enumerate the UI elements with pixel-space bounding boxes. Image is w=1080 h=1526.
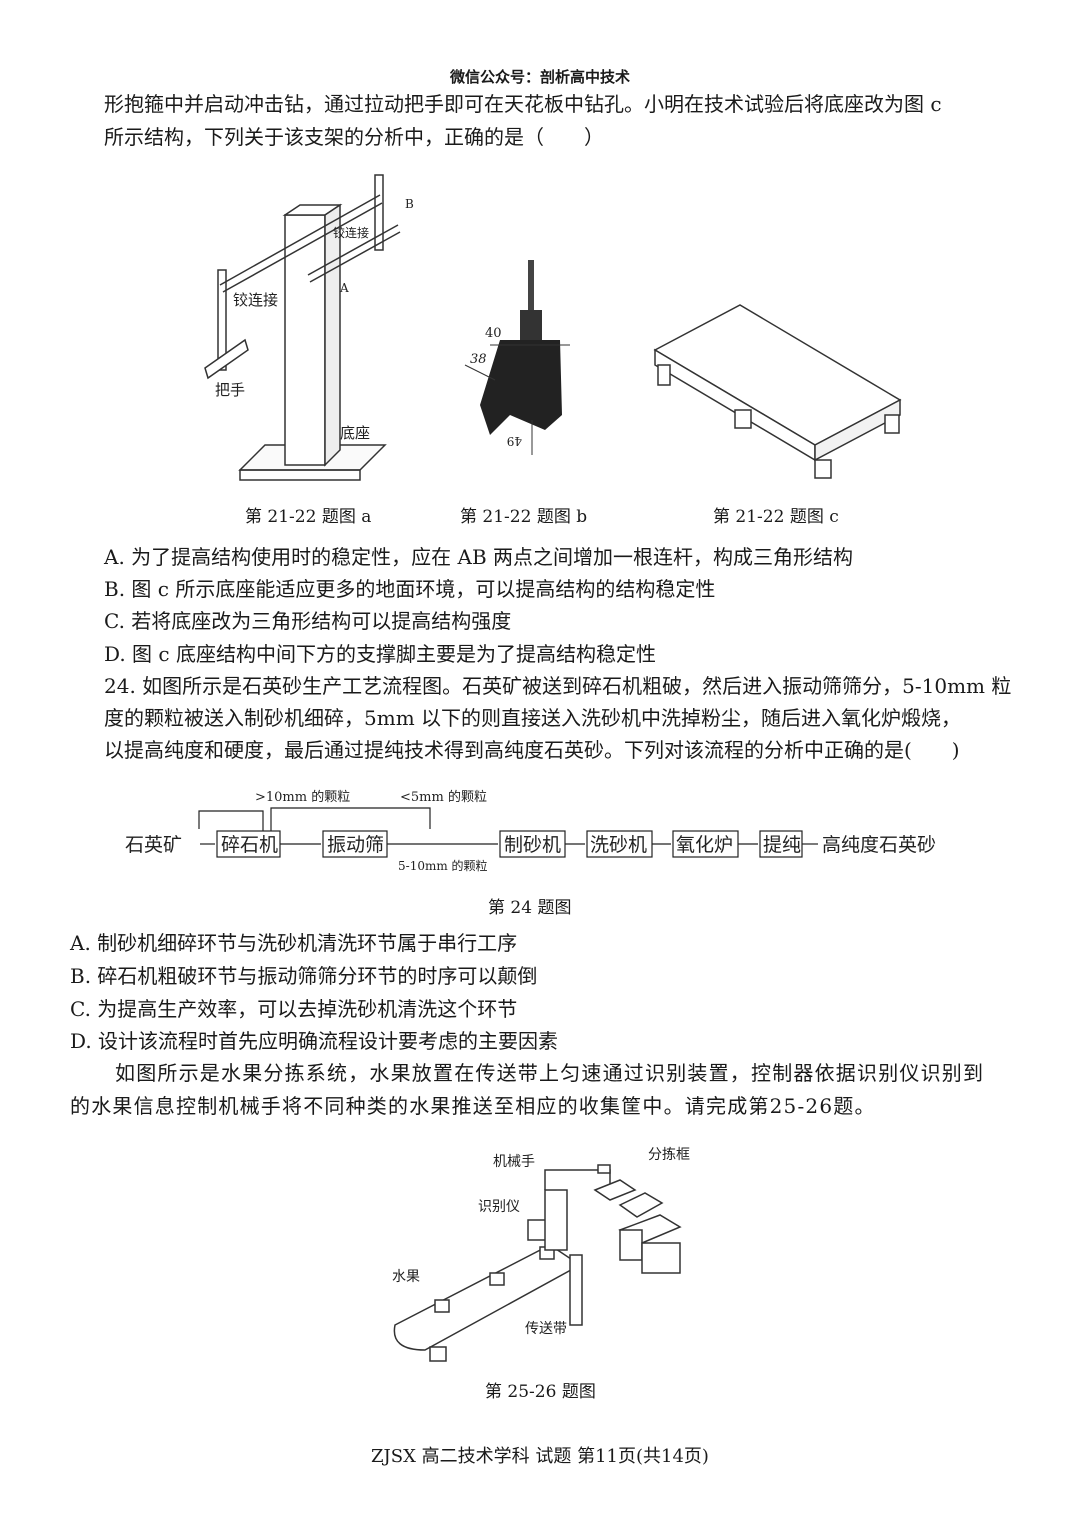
dim-40: 40 (485, 326, 502, 341)
q24-stem: 度的颗粒被送入制砂机细碎，5mm 以下的则直接送入洗砂机中洗掉粉尘，随后进入氧化… (104, 706, 962, 730)
label-fruit: 水果 (392, 1269, 420, 1285)
flow-output: 高纯度石英砂 (822, 834, 936, 856)
flow-label-lt5: <5mm 的颗粒 (400, 789, 487, 805)
flow-box-washer: 洗砂机 (590, 834, 647, 856)
q23-option-c: C. 若将底座改为三角形结构可以提高结构强度 (104, 609, 512, 633)
caption-fig-c: 第 21-22 题图 c (713, 507, 839, 527)
wechat-header: 微信公众号：剖析高中技术 (449, 68, 630, 86)
label-hinge-left: 铰连接 (233, 291, 278, 309)
figure-b-drill: 40 38 49 (464, 260, 570, 455)
label-handle: 把手 (215, 381, 245, 399)
flow-box-crusher: 碎石机 (221, 834, 278, 856)
figure-c-base (653, 304, 902, 479)
flow-label-5-10: 5-10mm 的颗粒 (398, 858, 488, 873)
q24-option-d: D. 设计该流程时首先应明确流程设计要考虑的主要因素 (70, 1029, 559, 1053)
flow-box-furnace: 氧化炉 (676, 834, 733, 856)
figure-a-bracket: B 铰连接 A 铰连接 把手 底座 (204, 174, 414, 481)
q24-option-b: B. 碎石机粗破环节与振动筛筛分环节的时序可以颠倒 (70, 964, 538, 988)
q23-option-a: A. 为了提高结构使用时的稳定性，应在 AB 两点之间增加一根连杆，构成三角形结… (104, 545, 854, 569)
label-a: A (339, 281, 349, 295)
q23-option-d: D. 图 c 底座结构中间下方的支撑脚主要是为了提高结构稳定性 (104, 642, 656, 666)
label-base: 底座 (340, 424, 370, 442)
flow-box-purify: 提纯 (763, 834, 801, 856)
label-sorting-box: 分拣框 (648, 1147, 690, 1163)
flow-input: 石英矿 (125, 834, 182, 856)
q24-stem: 24. 如图所示是石英砂生产工艺流程图。石英矿被送到碎石机粗破，然后进入振动筛筛… (104, 674, 1012, 698)
flow-box-sandmaker: 制砂机 (504, 834, 561, 856)
caption-q24: 第 24 题图 (488, 898, 572, 918)
intro-line: 形抱箍中并启动冲击钻，通过拉动把手即可在天花板中钻孔。小明在技术试验后将底座改为… (104, 92, 942, 116)
label-conveyor: 传送带 (525, 1321, 567, 1337)
label-hinge-top: 铰连接 (333, 225, 369, 240)
q24-stem: 以提高纯度和硬度，最后通过提纯技术得到高纯度石英砂。下列对该流程的分析中正确的是… (104, 738, 960, 762)
dim-38: 38 (470, 352, 487, 367)
label-recognizer: 识别仪 (478, 1199, 520, 1215)
label-b: B (405, 197, 414, 211)
label-robot-arm: 机械手 (493, 1154, 535, 1170)
q23-option-b: B. 图 c 所示底座能适应更多的地面环境，可以提高结构的结构稳定性 (104, 577, 716, 601)
caption-fig-b: 第 21-22 题图 b (460, 507, 588, 527)
flow-label-gt10: >10mm 的颗粒 (255, 789, 350, 805)
figure-fruit-sorter: 机械手 分拣框 识别仪 水果 传送带 (392, 1147, 690, 1362)
page-footer: ZJSX 高二技术学科 试题 第11页(共14页) (371, 1446, 709, 1467)
flow-box-screen: 振动筛 (327, 834, 384, 856)
caption-q25: 第 25-26 题图 (485, 1382, 596, 1402)
intro-line: 所示结构，下列关于该支架的分析中，正确的是（ ） (104, 125, 604, 149)
q24-option-c: C. 为提高生产效率，可以去掉洗砂机清洗这个环节 (70, 997, 518, 1021)
q25-intro: 的水果信息控制机械手将不同种类的水果推送至相应的收集筐中。请完成第25-26题。 (70, 1094, 876, 1118)
dim-49: 49 (507, 434, 522, 448)
q24-option-a: A. 制砂机细碎环节与洗砂机清洗环节属于串行工序 (70, 931, 518, 955)
q25-intro: 如图所示是水果分拣系统，水果放置在传送带上匀速通过识别装置，控制器依据识别仪识别… (115, 1061, 985, 1085)
flow-diagram: 石英矿 碎石机 振动筛 制砂机 洗砂机 氧化炉 提纯 高纯度石英砂 >10mm … (125, 789, 936, 873)
caption-fig-a: 第 21-22 题图 a (245, 507, 372, 527)
